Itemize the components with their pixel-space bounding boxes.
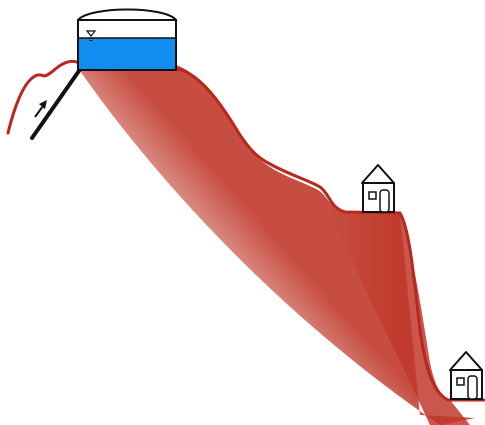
tank-roof xyxy=(77,8,177,21)
supply-pipe xyxy=(30,66,83,140)
water-tank-icon xyxy=(77,8,177,71)
hill-shading xyxy=(78,60,475,425)
tank-water xyxy=(79,38,175,69)
flow-arrow-icon xyxy=(34,100,47,118)
water-level-marker-icon xyxy=(85,30,97,41)
cliff-shading xyxy=(330,212,470,425)
house-icon xyxy=(449,351,483,400)
house-icon xyxy=(361,164,395,213)
terrain-line xyxy=(6,59,485,402)
